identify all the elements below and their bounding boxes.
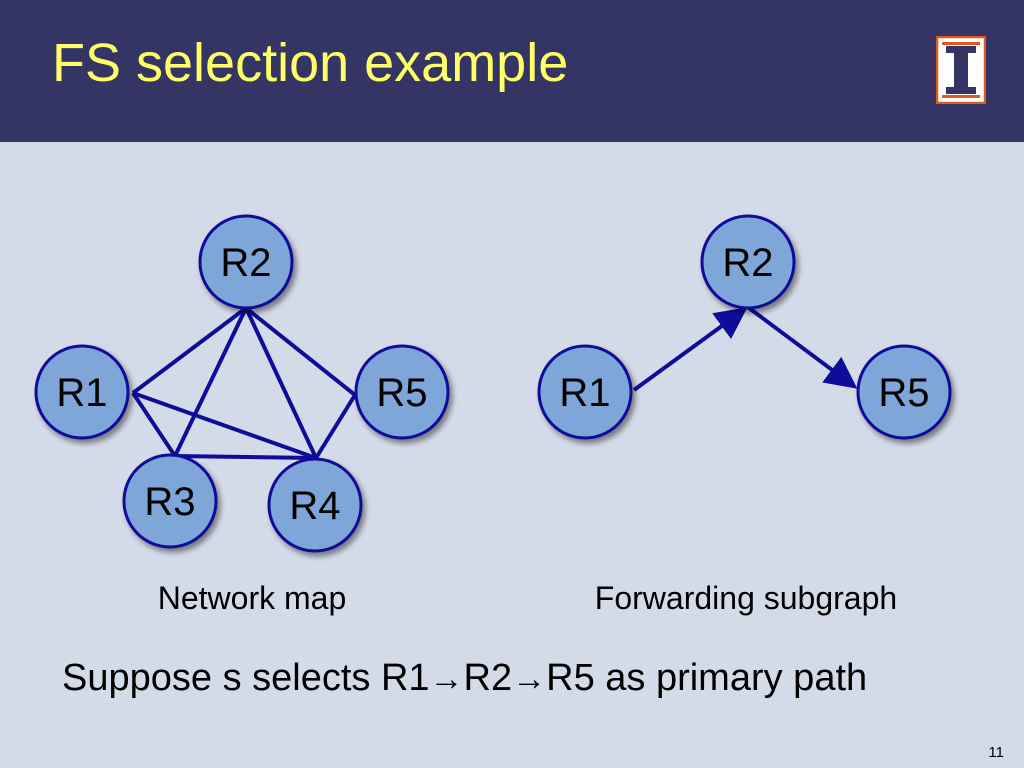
statement-prefix: Suppose s selects — [62, 657, 381, 699]
subgraph-node-r2: R2 — [700, 214, 796, 310]
arc-r1-r2 — [632, 307, 748, 392]
edge-r2-r4 — [244, 307, 318, 459]
title-bar: FS selection example — [0, 0, 1024, 142]
right-arrow-icon: → — [512, 660, 547, 698]
network-map-caption: Network map — [157, 580, 347, 616]
slide-title: FS selection example — [52, 33, 569, 93]
edge-r1-r4 — [132, 391, 317, 460]
page-number: 11 — [988, 744, 1004, 761]
statement-suffix: as primary path — [594, 657, 868, 699]
diagram-canvas: R2 R1 R5 R3 R4 R2 R1 R5 — [34, 214, 952, 553]
subgraph-node-r1: R1 — [537, 344, 633, 440]
node-label: R4 — [289, 484, 340, 528]
network-map-node-r4: R4 — [267, 457, 363, 553]
statement-hop-1: R1 — [380, 657, 430, 699]
network-map-node-r2: R2 — [198, 214, 294, 310]
right-arrow-icon: → — [429, 660, 464, 698]
edge-r1-r2 — [131, 306, 248, 395]
edge-r2-r5 — [244, 306, 357, 397]
node-label: R1 — [559, 371, 610, 415]
edge-r4-r5 — [314, 393, 357, 460]
node-label: R3 — [144, 480, 195, 524]
subgraph-node-r5: R5 — [856, 344, 952, 440]
edge-r1-r3 — [131, 391, 177, 458]
edge-r2-r3 — [173, 307, 248, 457]
edge-r3-r4 — [174, 454, 317, 460]
primary-path-statement: Suppose s selects R1→R2→R5 as primary pa… — [62, 657, 867, 700]
network-map-node-r5: R5 — [354, 344, 450, 440]
node-label: R5 — [376, 371, 427, 415]
node-label: R5 — [878, 371, 929, 415]
network-map-edges — [131, 306, 357, 460]
illinois-logo-icon — [936, 36, 986, 104]
network-map-node-r3: R3 — [122, 453, 218, 549]
forwarding-subgraph-arcs — [632, 306, 858, 392]
arc-r2-r5 — [747, 306, 858, 389]
statement-hop-3: R5 — [546, 657, 595, 699]
node-label: R2 — [220, 241, 271, 285]
forwarding-subgraph-caption: Forwarding subgraph — [594, 580, 898, 616]
network-map-node-r1: R1 — [34, 344, 130, 440]
node-label: R1 — [56, 371, 107, 415]
node-label: R2 — [722, 241, 773, 285]
statement-hop-2: R2 — [463, 657, 513, 699]
